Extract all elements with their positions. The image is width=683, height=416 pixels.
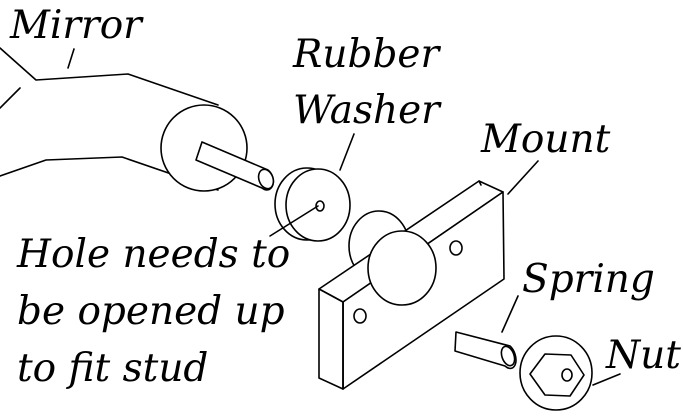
- spring-part: [454, 331, 517, 370]
- mount-leader: [507, 160, 539, 195]
- spring-leader: [501, 295, 519, 333]
- mirror-leader: [67, 48, 75, 69]
- mount-label: Mount: [480, 117, 611, 162]
- leader-lines: [67, 48, 621, 386]
- hole-label-line-2: be opened up: [17, 289, 285, 334]
- hole-label-line-3: to fit stud: [17, 346, 208, 391]
- washer-leader: [339, 133, 355, 171]
- nut-label: Nut: [605, 333, 681, 378]
- mount-part: [318, 180, 505, 390]
- hole-leader: [269, 205, 319, 237]
- mirror-label: Mirror: [9, 3, 144, 48]
- washer-label: Washer: [293, 88, 442, 133]
- nut-part: [519, 335, 593, 411]
- mirror-part: [0, 47, 275, 192]
- spring-label: Spring: [522, 257, 655, 302]
- rubber-label: Rubber: [292, 32, 441, 77]
- nut-leader: [592, 373, 621, 386]
- rubber-washer-part: [274, 167, 351, 242]
- hole-label-line-1: Hole needs to: [16, 232, 290, 277]
